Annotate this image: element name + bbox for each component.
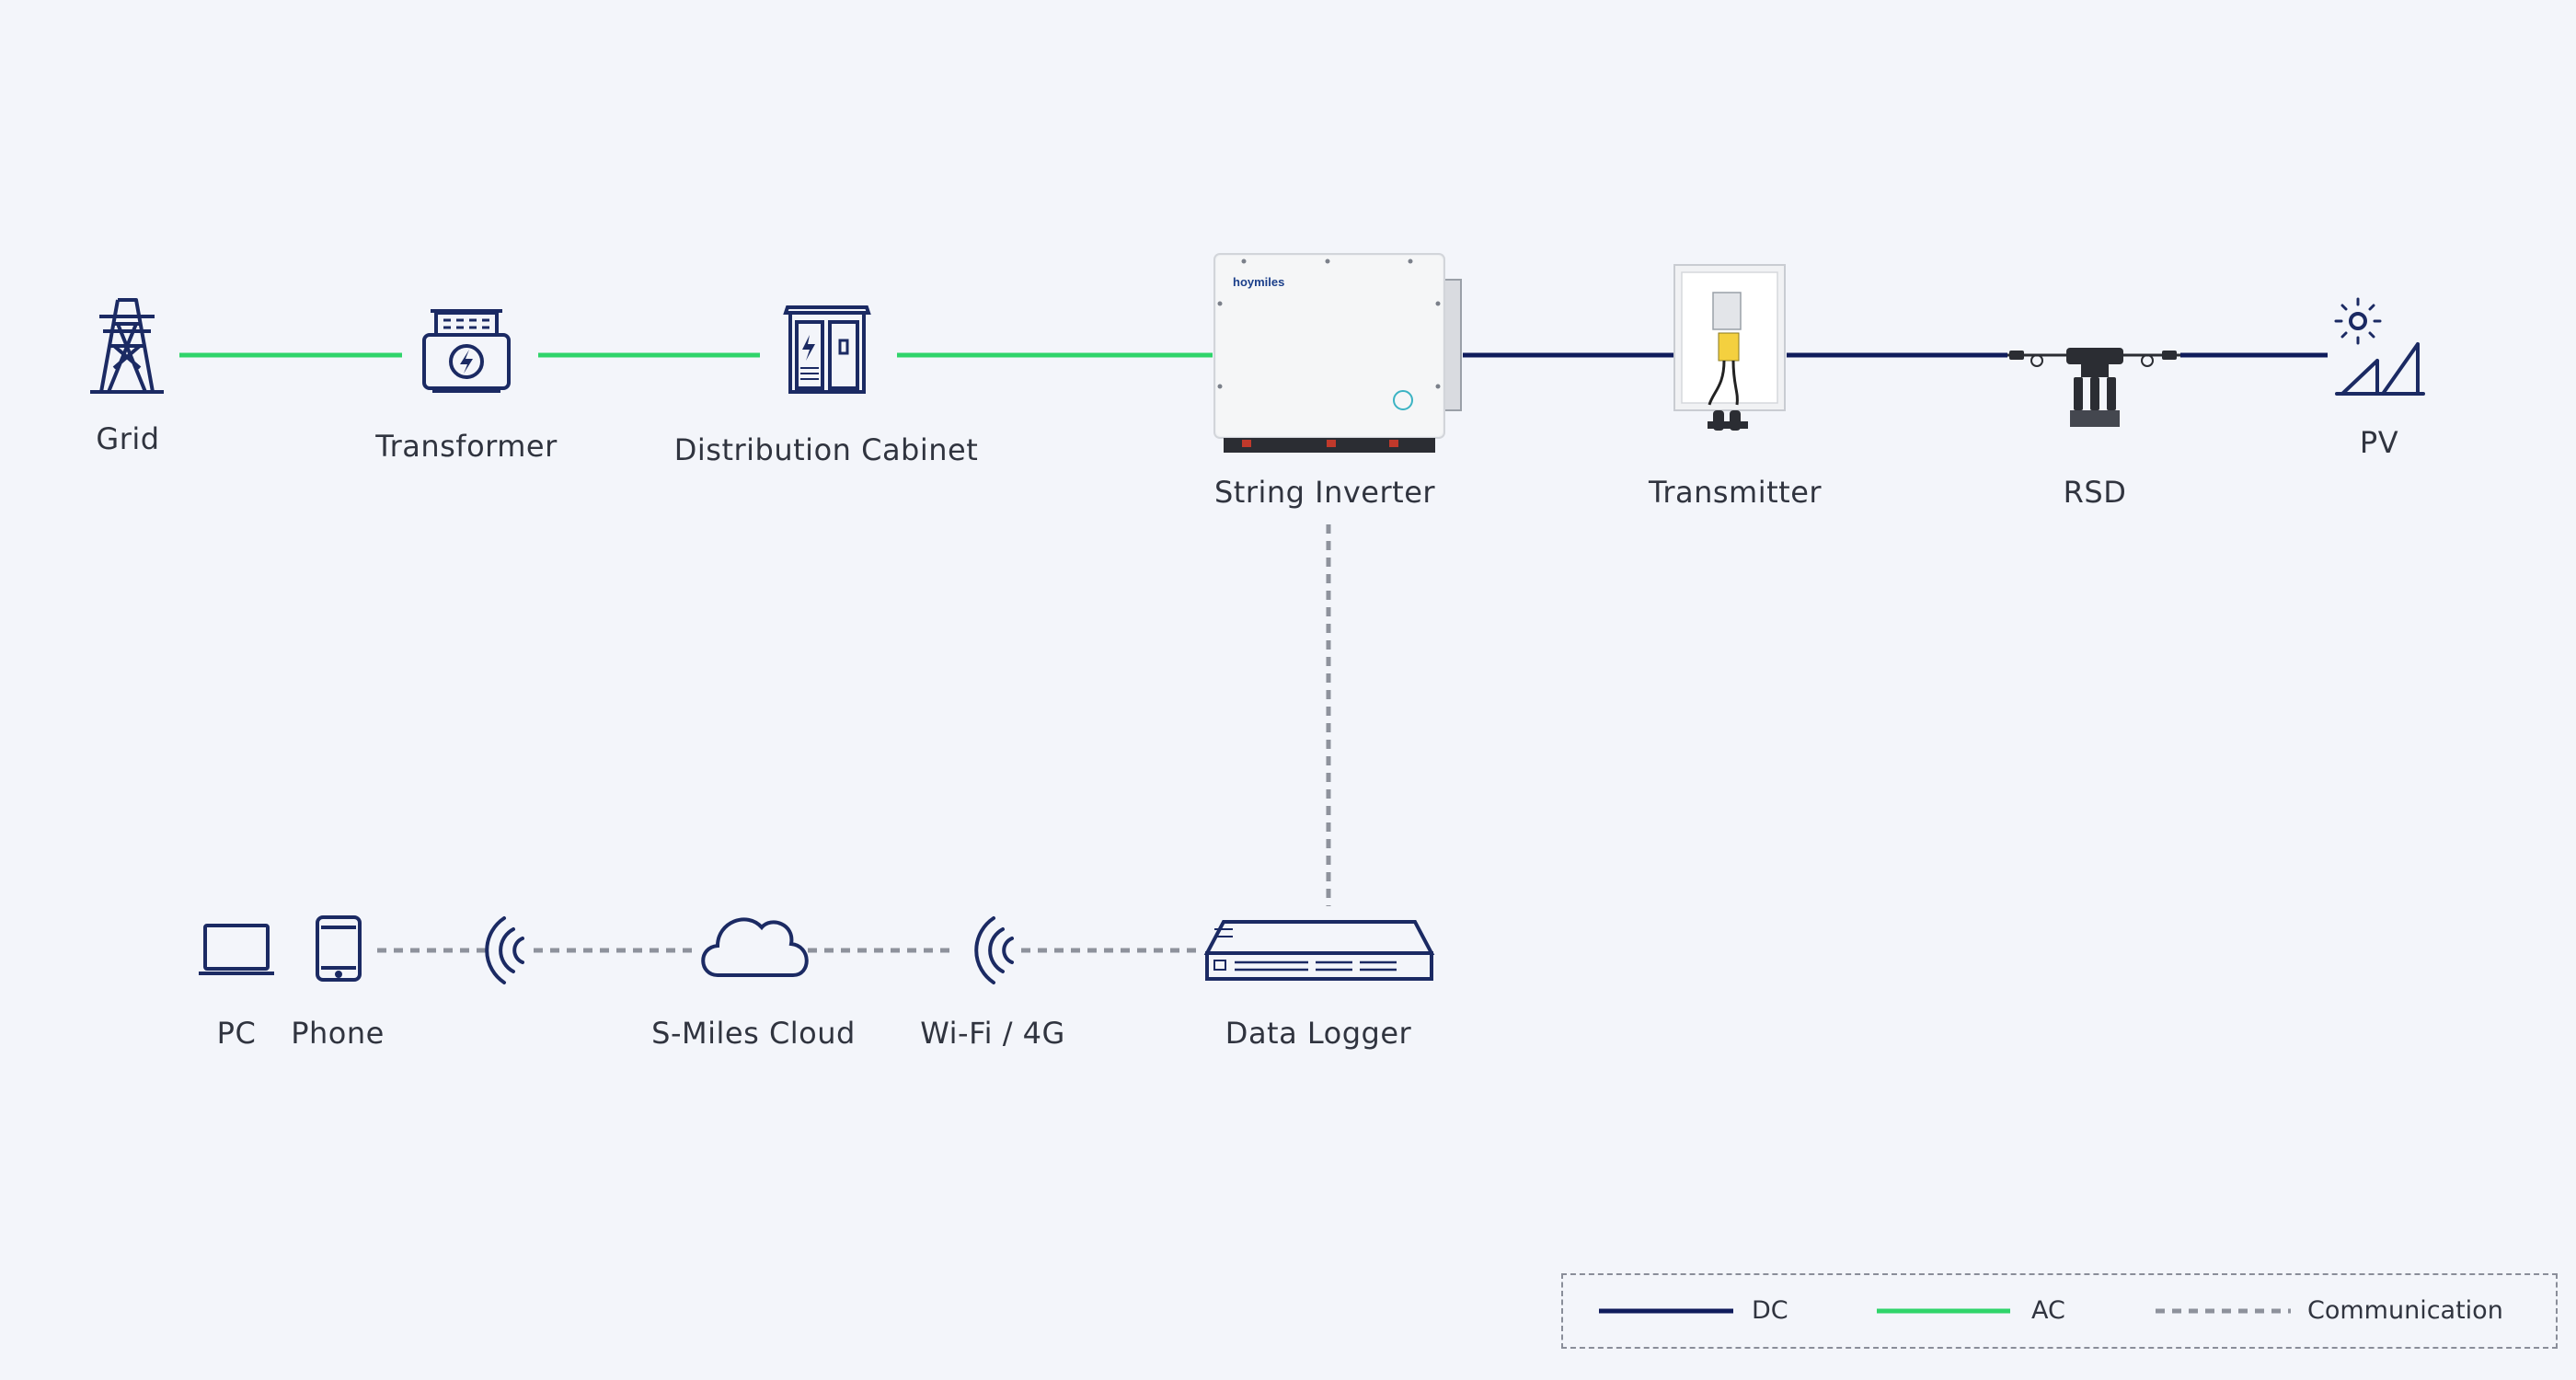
wireless-signal-icon [974,916,1014,984]
rsd-label: RSD [2063,475,2127,510]
legend-ac-label: AC [2031,1296,2065,1325]
transmitter-box-image [1673,264,1786,431]
grid-label: Grid [96,421,160,456]
inverter-brand-logo: hoymiles [1233,275,1284,289]
pv-label: PV [2359,425,2399,460]
string-inverter-image [1213,253,1462,453]
solar-panel-icon [2334,297,2425,396]
phone-icon [316,915,362,982]
comm-lines [377,524,1331,953]
transformer-icon [422,309,511,393]
wireless-signal-icon [485,916,524,984]
rsd-connector-icon [2007,348,2180,427]
transmitter-label: Transmitter [1648,475,1823,510]
legend-communication-label: Communication [2307,1296,2503,1325]
legend-dc-label: DC [1752,1296,1788,1325]
distribution-cabinet-icon [783,305,871,394]
cloud-icon [701,917,809,977]
distribution-cabinet-label: Distribution Cabinet [673,432,979,467]
power-tower-icon [90,298,164,394]
s-miles-cloud-label: S-Miles Cloud [651,1016,856,1051]
data-logger-icon [1203,920,1435,981]
legend: DC AC Communication [1561,1273,2558,1349]
string-inverter-label: String Inverter [1213,475,1436,510]
wifi-4g-label: Wi-Fi / 4G [920,1016,1065,1051]
laptop-icon [199,924,274,975]
transformer-label: Transformer [375,429,558,464]
phone-label: Phone [291,1016,385,1051]
data-logger-label: Data Logger [1225,1016,1412,1051]
pc-label: PC [216,1016,257,1051]
